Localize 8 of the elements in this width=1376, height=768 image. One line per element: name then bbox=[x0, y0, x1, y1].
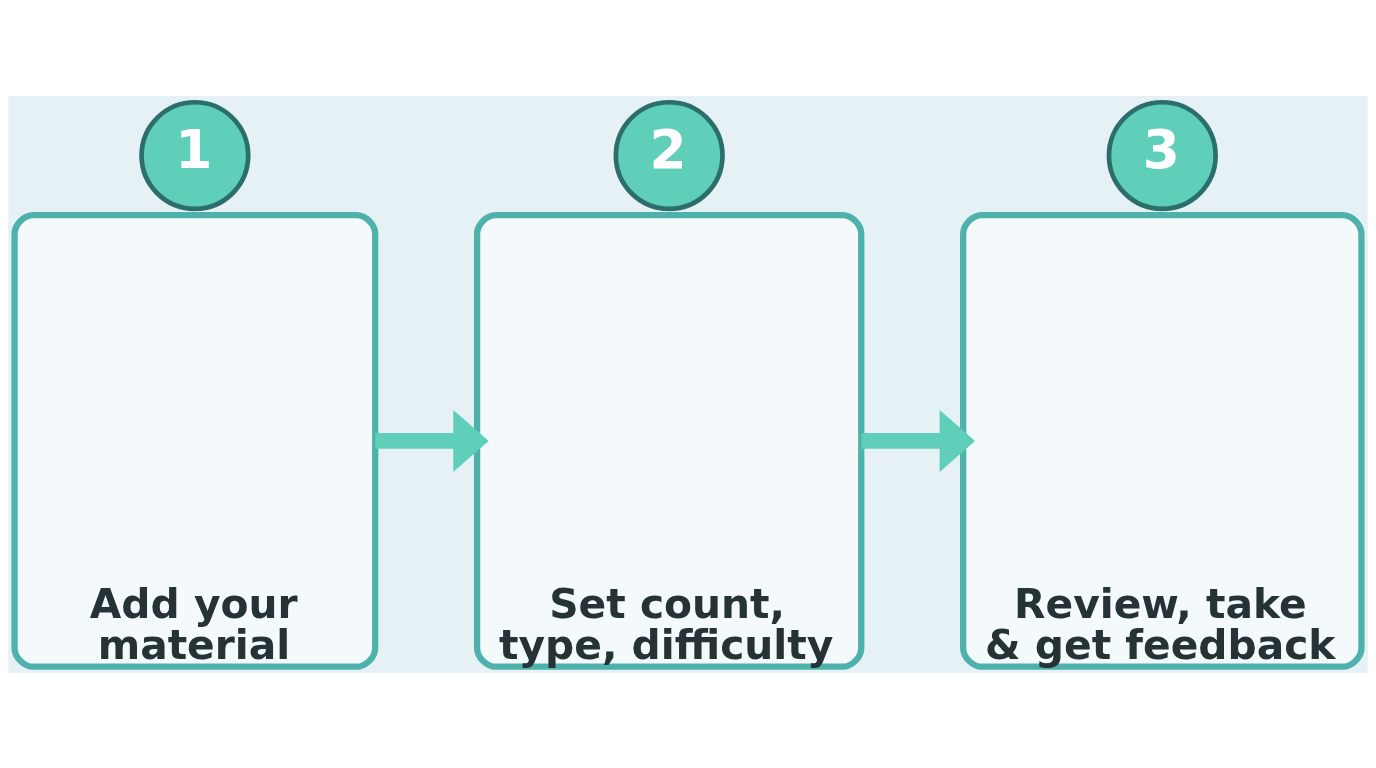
arrow bbox=[861, 409, 976, 472]
node-circle: 2 bbox=[613, 99, 725, 211]
node-box: Set count, type, difficulty bbox=[473, 211, 865, 670]
node-circle: 3 bbox=[1106, 99, 1218, 211]
node-box: Review, take & get feedback bbox=[960, 211, 1365, 670]
node-box: Add your material bbox=[11, 211, 379, 670]
arrow bbox=[375, 409, 489, 472]
node-circle: 1 bbox=[139, 99, 251, 211]
